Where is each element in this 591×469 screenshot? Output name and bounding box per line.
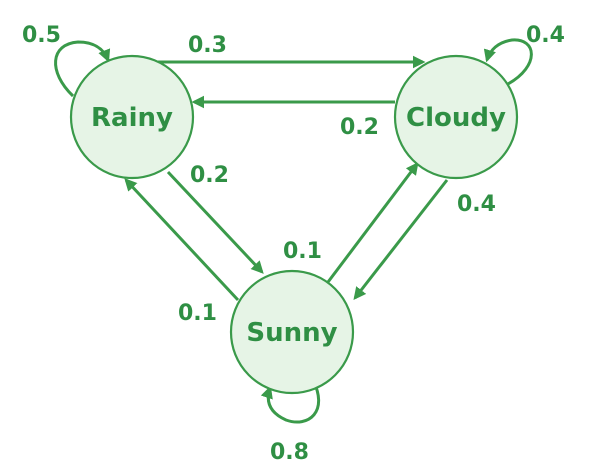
label-rainy-to-rainy: 0.5 xyxy=(22,23,61,48)
label-cloudy-to-rainy: 0.2 xyxy=(340,115,379,140)
state-rainy-label: Rainy xyxy=(91,103,173,133)
edge-sunny-to-cloudy xyxy=(320,161,419,291)
state-rainy-circle xyxy=(69,54,195,180)
state-cloudy: Cloudy xyxy=(393,54,519,180)
label-sunny-to-cloudy: 0.1 xyxy=(283,239,322,264)
state-cloudy-circle xyxy=(393,54,519,180)
state-sunny-circle xyxy=(229,269,355,395)
state-cloudy-label: Cloudy xyxy=(406,103,506,133)
label-cloudy-to-cloudy: 0.4 xyxy=(526,23,565,48)
state-rainy: Rainy xyxy=(69,54,195,180)
edge-cloudy-to-cloudy xyxy=(483,38,533,86)
label-cloudy-to-sunny: 0.4 xyxy=(457,192,496,217)
state-sunny: Sunny xyxy=(229,269,355,395)
label-rainy-to-sunny: 0.2 xyxy=(190,163,229,188)
edge-sunny-to-rainy xyxy=(124,178,240,302)
state-sunny-label: Sunny xyxy=(246,318,337,348)
edge-rainy-to-rainy xyxy=(54,40,111,98)
label-sunny-to-rainy: 0.1 xyxy=(178,301,217,326)
label-sunny-to-sunny: 0.8 xyxy=(270,440,309,465)
edge-sunny-to-sunny xyxy=(260,377,320,424)
edge-rainy-to-sunny xyxy=(166,170,264,274)
label-rainy-to-cloudy: 0.3 xyxy=(188,33,227,58)
edge-cloudy-to-sunny xyxy=(353,179,449,300)
